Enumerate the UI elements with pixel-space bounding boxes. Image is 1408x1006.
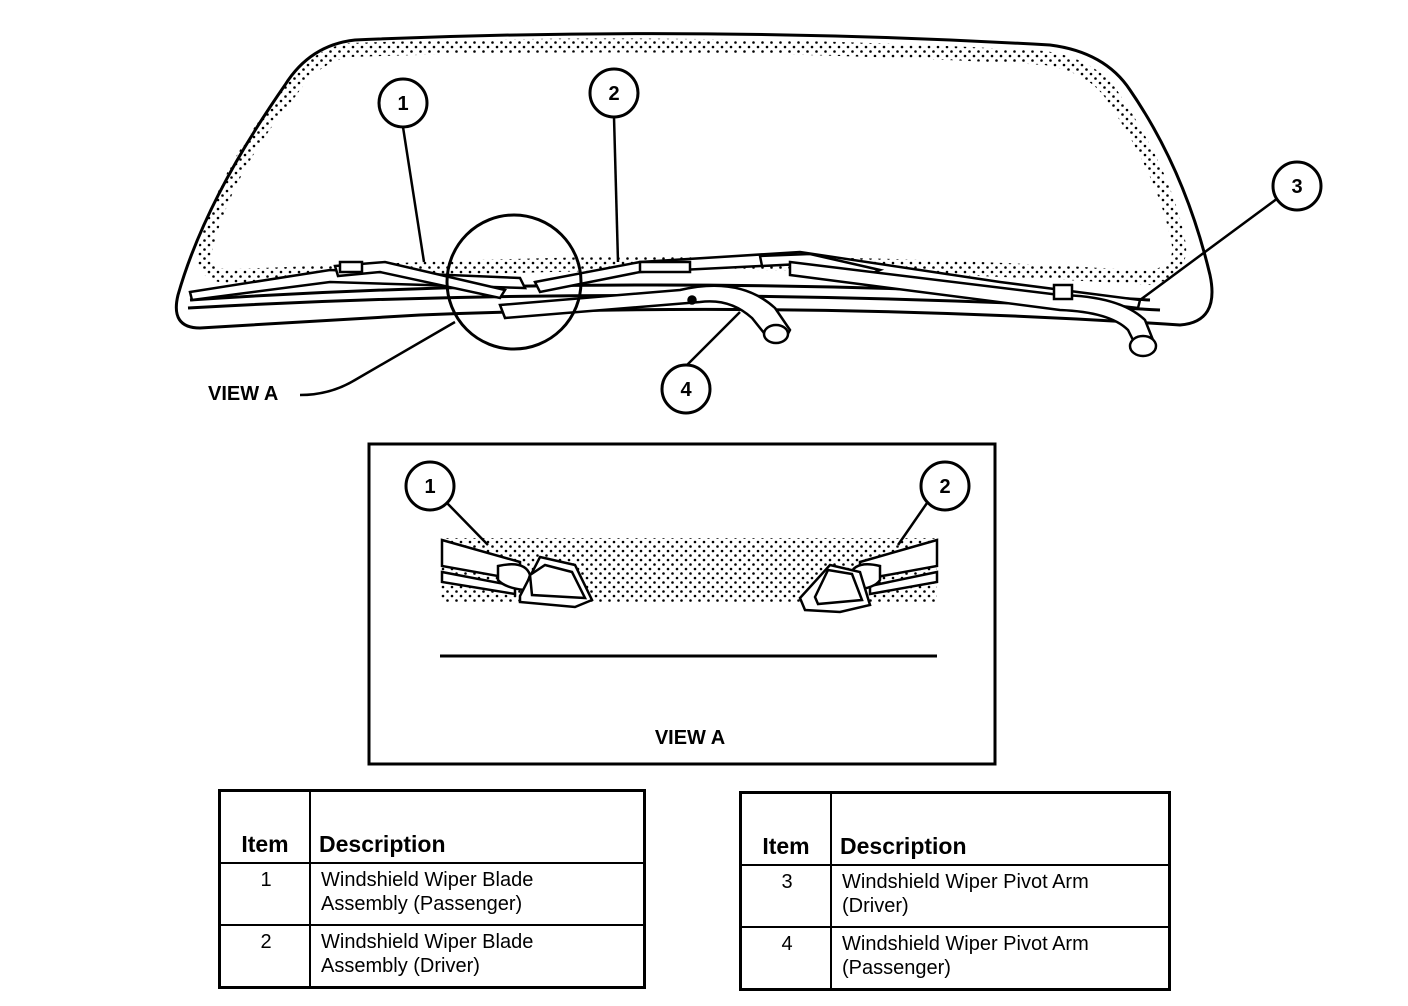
callout-3-label: 3	[1291, 176, 1302, 198]
callout-2: 2	[588, 67, 640, 119]
legend-header-description: Description	[309, 789, 646, 864]
pivot-arm-driver	[788, 260, 1158, 358]
callout-2-label: 2	[608, 83, 619, 105]
legend-item-description: Windshield Wiper Pivot Arm (Driver)	[830, 864, 1171, 928]
legend-item-description: Windshield Wiper Blade Assembly (Passeng…	[309, 862, 646, 926]
callout-1: 1	[377, 77, 429, 129]
legend-header-item: Item	[218, 789, 311, 864]
view-a-inset: 1 2 VIEW A	[367, 442, 997, 766]
inset-callout-1-label: 1	[424, 476, 435, 498]
legend-description-line: Assembly (Driver)	[321, 955, 480, 977]
inset-callout-2: 2	[919, 460, 971, 512]
view-a-circle	[445, 213, 583, 351]
legend-item-description: Windshield Wiper Pivot Arm (Passenger)	[830, 926, 1171, 991]
legend-table-left: Item Description 1 Windshield Wiper Blad…	[218, 789, 646, 989]
callout-1-label: 1	[397, 93, 408, 115]
legend-item-number: 3	[739, 864, 832, 928]
legend-item-number: 4	[739, 926, 832, 991]
pivot-arm-passenger	[498, 284, 792, 345]
legend-row: 2 Windshield Wiper Blade Assembly (Drive…	[218, 924, 646, 989]
legend-table-right: Item Description 3 Windshield Wiper Pivo…	[739, 791, 1171, 991]
legend-description-line: (Passenger)	[842, 957, 951, 979]
inset-callout-1: 1	[404, 460, 456, 512]
legend-description-line: Assembly (Passenger)	[321, 893, 523, 915]
view-a-pointer-label: VIEW A	[208, 383, 278, 405]
callout-4-label: 4	[680, 379, 692, 401]
leader-lines	[299, 116, 1279, 397]
legend-header-item: Item	[739, 791, 832, 866]
legend-row: 3 Windshield Wiper Pivot Arm (Driver)	[739, 864, 1171, 928]
legend-item-number: 1	[218, 862, 311, 926]
wiper-blade-passenger	[188, 260, 528, 302]
inset-blade-right	[798, 538, 939, 614]
legend-description-line: Windshield Wiper Pivot Arm	[842, 933, 1089, 955]
inset-callout-2-label: 2	[939, 476, 950, 498]
legend-item-number: 2	[218, 924, 311, 989]
windshield	[174, 32, 1214, 330]
legend-header-row: Item Description	[218, 789, 646, 864]
legend-row: 4 Windshield Wiper Pivot Arm (Passenger)	[739, 926, 1171, 991]
legend-header-row: Item Description	[739, 791, 1171, 866]
legend-item-description: Windshield Wiper Blade Assembly (Driver)	[309, 924, 646, 989]
legend-description-line: Windshield Wiper Blade	[321, 931, 534, 953]
callout-4: 4	[660, 363, 712, 415]
view-a-inset-label: VIEW A	[655, 727, 725, 749]
legend-row: 1 Windshield Wiper Blade Assembly (Passe…	[218, 862, 646, 926]
legend-header-description: Description	[830, 791, 1171, 866]
callout-3: 3	[1271, 160, 1323, 212]
legend-description-line: Windshield Wiper Pivot Arm	[842, 871, 1089, 893]
legend-description-line: (Driver)	[842, 895, 909, 917]
legend-description-line: Windshield Wiper Blade	[321, 869, 534, 891]
inset-blade-left	[440, 538, 594, 609]
